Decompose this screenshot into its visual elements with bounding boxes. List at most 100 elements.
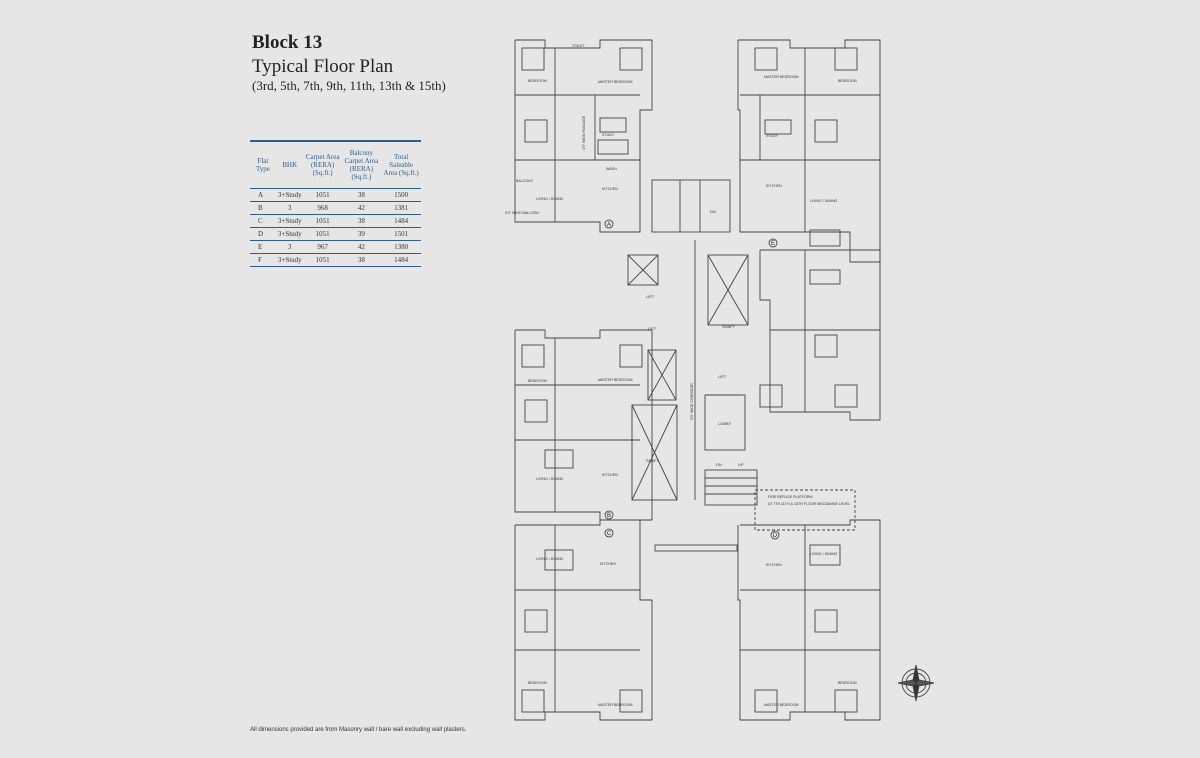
room-label-kitchen: KITCHEN xyxy=(602,187,618,191)
table-cell: D xyxy=(250,227,276,241)
col-balcony-area: Balcony Carpet Area (RERA) (Sq.ft.) xyxy=(341,140,382,189)
room-label-living-b: LIVING / DINING xyxy=(536,477,564,481)
room-label-toilet: TOILET xyxy=(572,44,585,48)
flat-area-table: Flat Type BHK Carpet Area (RERA) (Sq.ft.… xyxy=(250,140,421,267)
room-label-master-bedroom-c: MASTER BEDROOM xyxy=(598,703,633,707)
table-cell: 39 xyxy=(341,227,382,241)
table-cell: 3+Study xyxy=(275,253,304,267)
table-cell: A xyxy=(250,188,276,202)
table-cell: 1051 xyxy=(303,227,342,241)
flat-marker-c: C xyxy=(604,528,614,538)
refuge-label-1: FIRE REFUGE PLATFORM xyxy=(768,495,812,499)
floors-subtitle: (3rd, 5th, 7th, 9th, 11th, 13th & 15th) xyxy=(252,78,446,93)
table-cell: 1051 xyxy=(303,188,342,202)
room-label-master-bedroom-b: MASTER BEDROOM xyxy=(598,378,633,382)
room-label-study: STUDY xyxy=(602,133,615,137)
lift-label-3: LIFT xyxy=(718,374,727,379)
room-label-master-bedroom-e: MASTER BEDROOM xyxy=(764,75,799,79)
table-cell: 1381 xyxy=(381,201,421,215)
table-cell: 38 xyxy=(341,188,382,202)
flat-marker-d-label: D xyxy=(773,533,778,539)
flat-marker-e: E xyxy=(768,238,778,248)
table-cell: 3 xyxy=(275,240,304,254)
unit-b-outline xyxy=(514,329,653,521)
table-cell: 1051 xyxy=(303,253,342,267)
footnote: All dimensions provided are from Masonry… xyxy=(250,727,467,733)
table-cell: 1051 xyxy=(303,214,342,228)
room-label-passage: 4'0" WIDE PASSAGE xyxy=(582,115,586,150)
table-cell: 1484 xyxy=(381,214,421,228)
lift-label-2: LIFT xyxy=(648,326,657,331)
table-cell: 967 xyxy=(303,240,342,254)
room-label-bedroom-e: BEDROOM xyxy=(838,79,857,83)
table-cell: 42 xyxy=(341,201,382,215)
col-saleable-area: Total Saleable Area (Sq.ft.) xyxy=(381,140,421,189)
shaft-label: SHAFT xyxy=(722,324,736,329)
room-label-master-bedroom: MASTER BEDROOM xyxy=(598,80,633,84)
table-header-row: Flat Type BHK Carpet Area (RERA) (Sq.ft.… xyxy=(250,140,421,189)
lift-label: LIFT xyxy=(646,294,655,299)
room-label-wash: WASH xyxy=(606,167,617,171)
unit-e-outline xyxy=(737,39,881,263)
room-label-living-d: LIVING / DINING xyxy=(810,552,838,556)
table-cell: 1380 xyxy=(381,240,421,254)
table-cell: 38 xyxy=(341,253,382,267)
room-label-kitchen-c: KITCHEN xyxy=(600,562,616,566)
corridor-label: 5'0" WIDE CORRIDOR xyxy=(690,383,694,420)
table-row: F 3+Study 1051 38 1484 xyxy=(250,253,421,267)
room-label-wide-balcony: 5'0" WIDE BALCONY xyxy=(505,211,540,215)
table-cell: B xyxy=(250,201,276,215)
refuge-label-2: AT 7TH,11TH & 15TH FLOOR MEZZANINE LEVEL xyxy=(768,502,850,506)
table-cell: 1501 xyxy=(381,227,421,241)
table-cell: E xyxy=(250,240,276,254)
flat-marker-a-label: A xyxy=(607,222,611,228)
room-label-kitchen-b: KITCHEN xyxy=(602,473,618,477)
table-cell: 42 xyxy=(341,240,382,254)
flat-marker-a: A xyxy=(604,219,614,229)
room-label-bedroom-b: BEDROOM xyxy=(528,379,547,383)
table-cell: 3+Study xyxy=(275,188,304,202)
room-label-bedroom-d: BEDROOM xyxy=(838,681,857,685)
plan-title: Typical Floor Plan xyxy=(252,56,394,77)
room-label-bedroom: BEDROOM xyxy=(528,79,547,83)
unit-d-outline xyxy=(737,519,881,721)
shaft-label-2: SHAFT xyxy=(646,458,660,463)
table-cell: F xyxy=(250,253,276,267)
table-row: C 3+Study 1051 38 1484 xyxy=(250,214,421,228)
table-cell: C xyxy=(250,214,276,228)
room-label-bedroom-c: BEDROOM xyxy=(528,681,547,685)
table-cell: 1500 xyxy=(381,188,421,202)
flat-marker-e-label: E xyxy=(771,241,775,247)
table-row: D 3+Study 1051 39 1501 xyxy=(250,227,421,241)
flat-marker-c-label: C xyxy=(607,531,612,537)
lobby-label: LOBBY xyxy=(718,421,732,426)
table-cell: 1484 xyxy=(381,253,421,267)
room-label-kitchen-e: KITCHEN xyxy=(766,184,782,188)
col-flat-type: Flat Type xyxy=(250,140,276,189)
table-row: E 3 967 42 1380 xyxy=(250,240,421,254)
table-cell: 968 xyxy=(303,201,342,215)
table-cell: 3+Study xyxy=(275,214,304,228)
table-cell: 3+Study xyxy=(275,227,304,241)
unit-f-outline xyxy=(759,249,881,421)
table-cell: 3 xyxy=(275,201,304,215)
stair-up-label: UP xyxy=(738,462,744,467)
unit-c-outline xyxy=(514,519,653,721)
room-label-living-c: LIVING / DINING xyxy=(536,557,564,561)
flat-marker-b-label: B xyxy=(607,513,611,519)
table-row: B 3 968 42 1381 xyxy=(250,201,421,215)
col-carpet-area: Carpet Area (RERA) (Sq.ft.) xyxy=(303,140,342,189)
col-bhk: BHK xyxy=(275,140,304,189)
stair-dn-label-top: DN xyxy=(710,209,716,214)
room-label-living-e: LIVING / DINING xyxy=(810,199,838,203)
room-label-living: LIVING / DINING xyxy=(536,197,564,201)
room-label-kitchen-d: KITCHEN xyxy=(766,563,782,567)
room-label-study-e: STUDY xyxy=(766,134,779,138)
table-cell: 38 xyxy=(341,214,382,228)
block-title: Block 13 xyxy=(252,32,323,53)
room-label-master-bedroom-d: MASTER BEDROOM xyxy=(764,703,799,707)
unit-a-outline xyxy=(514,39,653,233)
room-label-balcony: BALCONY xyxy=(516,179,534,183)
title-block: Block 13 Typical Floor Plan (3rd, 5th, 7… xyxy=(252,32,446,94)
